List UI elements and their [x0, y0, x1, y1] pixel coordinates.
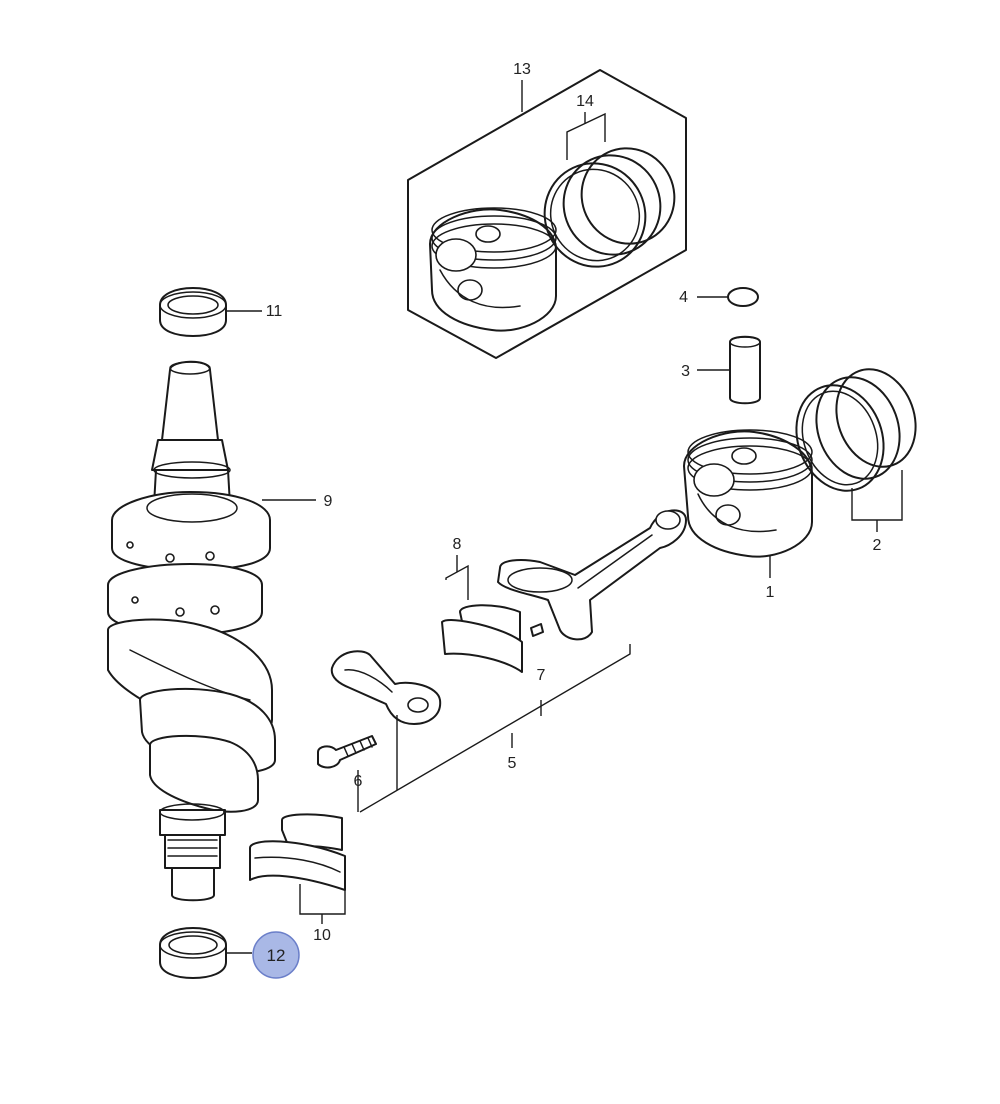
callout-12-highlight[interactable]: 12 [252, 931, 300, 979]
callout-7[interactable]: 7 [537, 667, 546, 684]
oil-seal-top [159, 287, 262, 337]
callout-11[interactable]: 11 [266, 303, 283, 320]
locating-pin [530, 623, 544, 637]
callout-3[interactable]: 3 [681, 363, 690, 380]
callout-8[interactable]: 8 [453, 536, 462, 553]
callout-13[interactable]: 13 [513, 61, 531, 78]
callout-10[interactable]: 10 [313, 927, 331, 944]
piston-set-inset [407, 69, 687, 359]
callout-6[interactable]: 6 [354, 773, 363, 790]
piston-rings [795, 368, 917, 532]
callout-labels: 13 14 4 3 11 9 2 1 8 7 5 6 10 [266, 61, 882, 944]
connecting-rod [330, 509, 687, 813]
main-bearing-set [249, 813, 346, 924]
callout-1[interactable]: 1 [766, 584, 775, 601]
callout-12[interactable]: 12 [267, 946, 286, 965]
rod-bolt [317, 735, 377, 812]
oil-seal-bottom [159, 927, 252, 979]
inset-piston-rings [543, 147, 676, 268]
piston [683, 429, 813, 578]
highlight-circle [252, 931, 300, 979]
piston-pin [697, 335, 761, 405]
crankshaft [107, 360, 316, 902]
callout-14[interactable]: 14 [576, 93, 594, 110]
callout-9[interactable]: 9 [324, 493, 333, 510]
callout-5[interactable]: 5 [508, 755, 517, 772]
callout-2[interactable]: 2 [873, 537, 882, 554]
conrod-bearing [441, 555, 523, 673]
callout-4[interactable]: 4 [679, 289, 688, 306]
piston-pin-clip [697, 287, 759, 307]
leader-14 [566, 112, 606, 160]
inset-piston [429, 207, 557, 332]
